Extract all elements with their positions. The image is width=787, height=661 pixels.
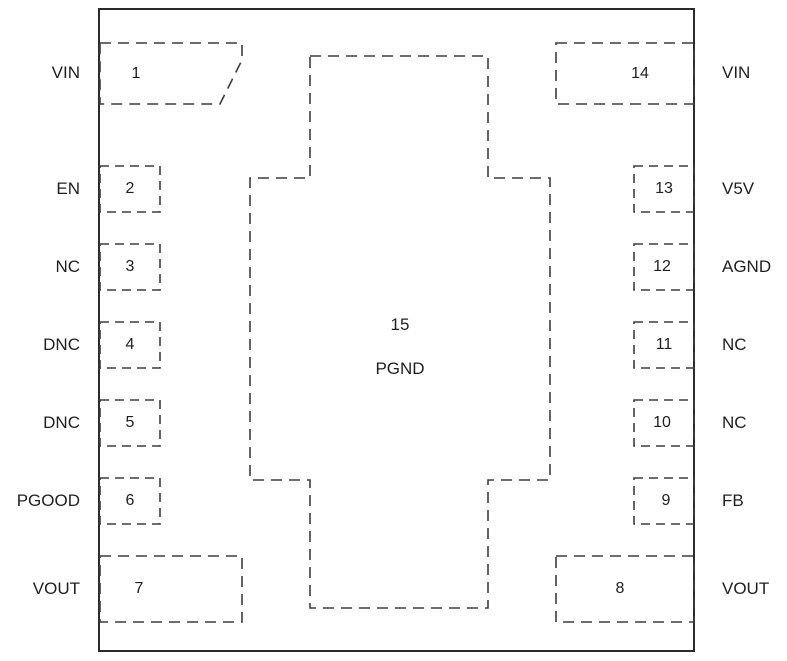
thermal-pad-label: PGND	[375, 359, 425, 378]
pin-1-shape	[99, 42, 243, 105]
pin-label-left-vin: VIN	[51, 63, 80, 82]
pin-number-11: 11	[655, 336, 673, 353]
pin-12-shape	[633, 243, 695, 291]
pin-14-shape	[555, 42, 695, 105]
pin-label-right-nc-11: NC	[722, 335, 747, 354]
pin-label-right-vin: VIN	[722, 63, 751, 82]
pin-number-8: 8	[615, 580, 625, 597]
pin-label-right-vout: VOUT	[722, 579, 770, 598]
pin-7-shape	[99, 555, 243, 623]
pin-number-4: 4	[125, 336, 135, 353]
pin-8-shape	[555, 555, 695, 623]
thermal-pad-number: 15	[390, 315, 410, 334]
pin-label-right-v5v: V5V	[722, 179, 755, 198]
pin-10-shape	[633, 399, 695, 447]
pin-label-right-nc-10: NC	[722, 413, 747, 432]
pin-number-5: 5	[125, 414, 135, 431]
pin-2-shape	[99, 165, 161, 213]
pin-label-left-vout: VOUT	[32, 579, 80, 598]
pin-13-shape	[633, 165, 695, 213]
pin-label-right-agnd: AGND	[722, 257, 772, 276]
pin-3-shape	[99, 243, 161, 291]
pin-number-7: 7	[134, 580, 144, 597]
pin-label-left-pgood: PGOOD	[16, 491, 80, 510]
pin-11-shape	[633, 321, 695, 369]
pin-number-12: 12	[653, 258, 671, 275]
pin-label-left-nc: NC	[55, 257, 80, 276]
pin-label-left-dnc-5: DNC	[43, 413, 80, 432]
pin-number-3: 3	[125, 258, 135, 275]
pin-number-6: 6	[125, 492, 135, 509]
pin-number-10: 10	[653, 414, 671, 431]
pin-label-right-fb: FB	[722, 491, 744, 510]
pin-4-shape	[99, 321, 161, 369]
pin-number-1: 1	[131, 65, 141, 82]
pin-number-9: 9	[661, 492, 671, 509]
pin-number-14: 14	[631, 65, 649, 82]
pin-number-13: 13	[655, 180, 673, 197]
thermal-pad-shape	[249, 55, 551, 609]
pin-6-shape	[99, 477, 161, 525]
pin-number-2: 2	[125, 180, 135, 197]
pin-5-shape	[99, 399, 161, 447]
pin-9-shape	[633, 477, 695, 525]
pin-label-left-en: EN	[56, 179, 80, 198]
pin-label-left-dnc-4: DNC	[43, 335, 80, 354]
